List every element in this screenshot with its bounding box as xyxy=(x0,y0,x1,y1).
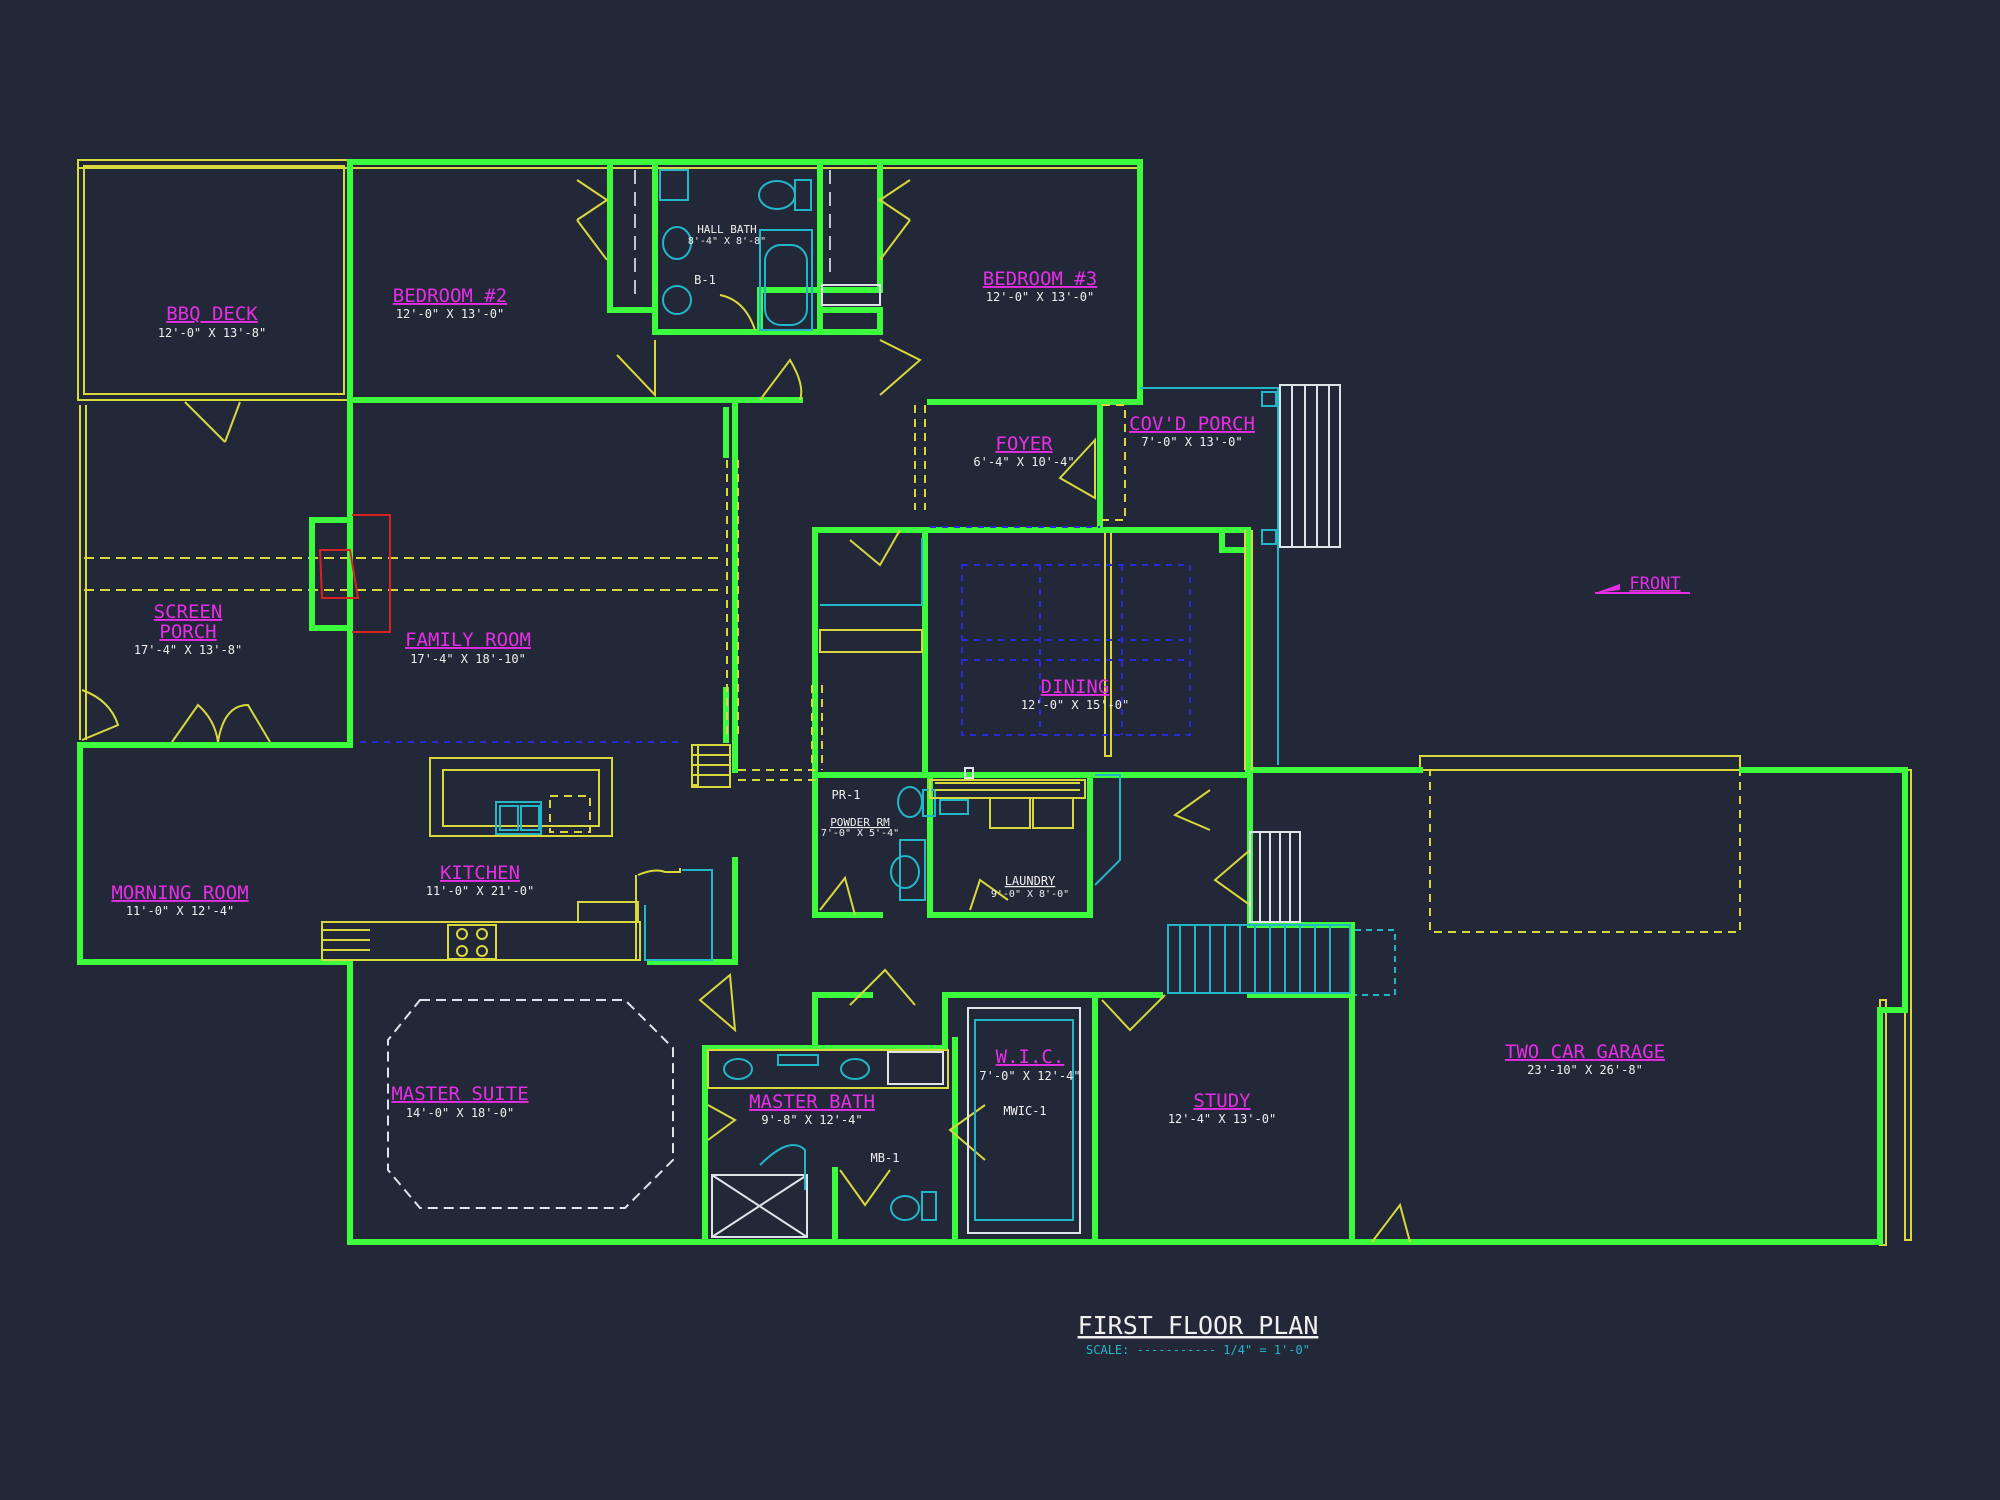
master-bath-dim: 9'-8" X 12'-4" xyxy=(761,1113,862,1127)
plan-title: FIRST FLOOR PLAN xyxy=(1078,1311,1319,1340)
hall-bath-name: HALL BATH xyxy=(697,223,757,236)
screen-porch-name-1: SCREEN xyxy=(154,601,223,623)
dining-foyer-porch xyxy=(360,384,1396,996)
powder-laundry-fixtures xyxy=(890,767,1121,901)
screen-porch-name-2: PORCH xyxy=(159,621,216,643)
foyer-name: FOYER xyxy=(995,433,1053,455)
bedroom2-dim: 12'-0" X 13'-0" xyxy=(396,307,504,321)
plan-scale: SCALE: ----------- 1/4" = 1'-0" xyxy=(1086,1343,1310,1357)
structural-walls xyxy=(77,159,1908,1245)
doors xyxy=(81,179,1411,1243)
kitchen-fixtures xyxy=(321,744,731,961)
family-room-dim: 17'-4" X 18'-10" xyxy=(410,652,526,666)
foyer-dim: 6'-4" X 10'-4" xyxy=(973,455,1074,469)
hall-bath-fixtures xyxy=(634,169,881,331)
master-suite-dim: 14'-0" X 18'-0" xyxy=(406,1106,514,1120)
wic-dim: 7'-0" X 12'-4" xyxy=(979,1069,1080,1083)
covd-porch-dim: 7'-0" X 13'-0" xyxy=(1141,435,1242,449)
laundry-name: LAUNDRY xyxy=(1005,874,1056,888)
morning-room-dim: 11'-0" X 12'-4" xyxy=(126,904,234,918)
powder-rm-dim: 7'-0" X 5'-4" xyxy=(821,828,899,839)
kitchen-dim: 11'-0" X 21'-0" xyxy=(426,884,534,898)
family-room-name: FAMILY ROOM xyxy=(405,629,531,651)
laundry-dim: 9'-0" X 8'-0" xyxy=(991,889,1069,900)
fireplace xyxy=(318,514,391,633)
master-suite-name: MASTER SUITE xyxy=(391,1083,528,1105)
bbq-deck-name: BBQ DECK xyxy=(166,303,258,325)
bedroom3-dim: 12'-0" X 13'-0" xyxy=(986,290,1094,304)
study-name: STUDY xyxy=(1193,1090,1251,1112)
wic-name: W.I.C. xyxy=(996,1046,1065,1068)
powder-rm-code: PR-1 xyxy=(832,788,861,802)
dining-name: DINING xyxy=(1041,676,1110,698)
garage-name: TWO CAR GARAGE xyxy=(1505,1041,1665,1063)
garage-dim: 23'-10" X 26'-8" xyxy=(1527,1063,1643,1077)
wic-code: MWIC-1 xyxy=(1003,1104,1046,1118)
bedroom2-name: BEDROOM #2 xyxy=(393,285,507,307)
front-arrow-icon xyxy=(1595,584,1690,594)
screen-porch-dim: 17'-4" X 13'-8" xyxy=(134,643,242,657)
hall-bath-dim: 8'-4" X 8'-8" xyxy=(688,236,766,247)
powder-rm-name: POWDER RM xyxy=(830,816,890,829)
master-bath-name: MASTER BATH xyxy=(749,1091,875,1113)
hall-bath-code: B-1 xyxy=(694,273,716,287)
morning-room-name: MORNING ROOM xyxy=(111,882,248,904)
room-labels: BBQ DECK 12'-0" X 13'-8" BEDROOM #2 12'-… xyxy=(111,223,1680,1165)
bedroom3-name: BEDROOM #3 xyxy=(983,268,1097,290)
master-bath-code: MB-1 xyxy=(871,1151,900,1165)
bbq-deck-dim: 12'-0" X 13'-8" xyxy=(158,326,266,340)
front-label: FRONT xyxy=(1629,574,1680,594)
kitchen-name: KITCHEN xyxy=(440,862,520,884)
covd-porch-name: COV'D PORCH xyxy=(1129,413,1255,435)
dining-dim: 12'-0" X 15'-0" xyxy=(1021,698,1129,712)
master-fixtures xyxy=(387,999,1081,1238)
title-block: FIRST FLOOR PLAN SCALE: ----------- 1/4"… xyxy=(1078,1311,1319,1357)
study-dim: 12'-4" X 13'-0" xyxy=(1168,1112,1276,1126)
